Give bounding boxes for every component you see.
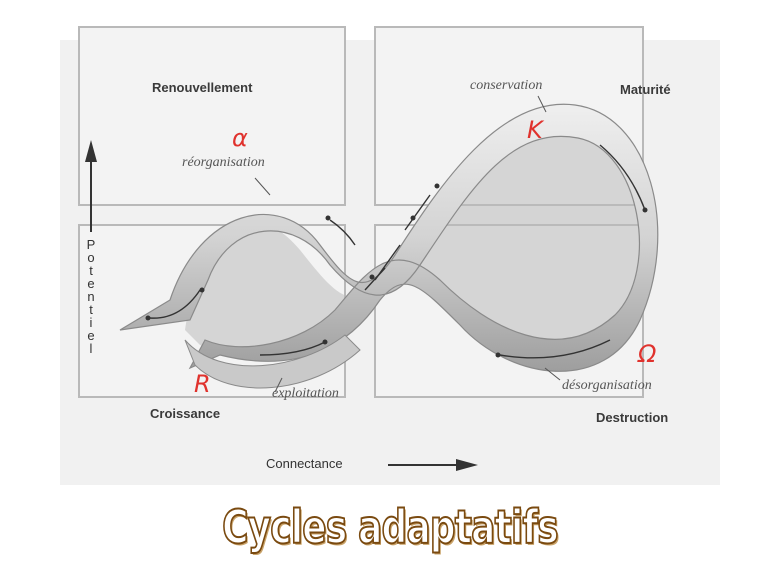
- label-renouvellement: Renouvellement: [152, 80, 253, 95]
- ribbon-main: [119, 103, 659, 372]
- ribbon-lower-band: [184, 334, 361, 389]
- phase-desorganisation: désorganisation: [562, 378, 652, 393]
- page-title: Cycles adaptatifs: [221, 499, 559, 555]
- greek-omega: Ω: [638, 340, 657, 368]
- x-axis-arrow-head: [456, 459, 478, 471]
- quadrant-renouvellement: [78, 26, 346, 206]
- phase-reorganisation: réorganisation: [182, 155, 265, 170]
- flow-arrows: [149, 144, 646, 359]
- label-leader-lines: [254, 95, 561, 393]
- y-axis-arrow-head: [85, 140, 97, 162]
- label-croissance: Croissance: [150, 406, 221, 421]
- ribbon-back: [185, 106, 658, 362]
- greek-kappa: K: [527, 116, 543, 144]
- flow-arrow-dots: [145, 183, 648, 358]
- label-destruction: Destruction: [596, 410, 669, 425]
- label-maturite: Maturité: [620, 82, 671, 97]
- phase-exploitation: exploitation: [272, 386, 339, 401]
- x-axis-label: Connectance: [266, 456, 343, 471]
- phase-conservation: conservation: [470, 78, 543, 93]
- greek-alpha: α: [232, 124, 248, 152]
- greek-r: R: [194, 370, 211, 398]
